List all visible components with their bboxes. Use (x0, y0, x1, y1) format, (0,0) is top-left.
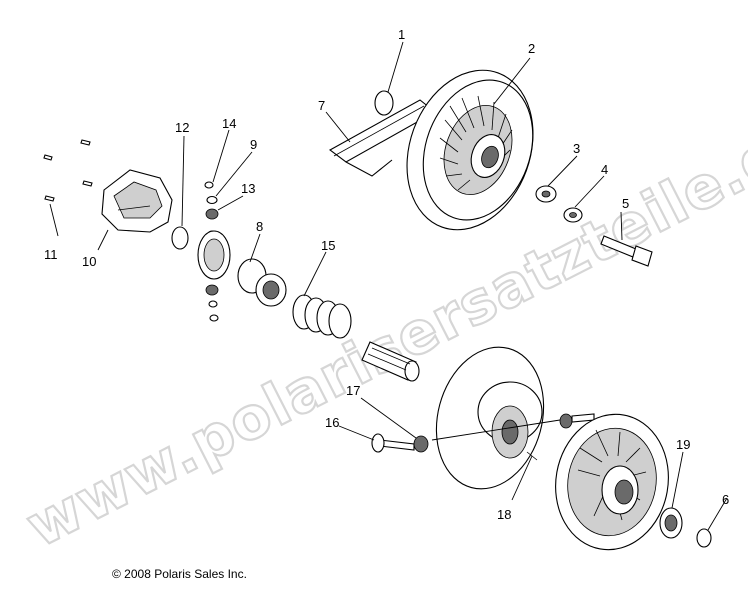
clutch-cover (101, 169, 173, 233)
callout-16: 16 (325, 415, 339, 430)
callout-6: 6 (722, 492, 729, 507)
drive-clutch-sheave (406, 69, 534, 231)
shaft-bolt (371, 433, 415, 453)
copyright-notice: © 2008 Polaris Sales Inc. (112, 567, 247, 581)
callout-19: 19 (676, 437, 690, 452)
callout-3: 3 (573, 141, 580, 156)
callout-13: 13 (241, 181, 255, 196)
driven-clutch-fixed-sheave (435, 346, 545, 490)
callout-9: 9 (250, 137, 257, 152)
o-ring (374, 90, 394, 116)
callout-10: 10 (82, 254, 96, 269)
washer-small (563, 207, 583, 223)
washer-large (535, 185, 557, 203)
clutch-spring (292, 294, 352, 339)
callout-15: 15 (321, 238, 335, 253)
cover-screws (43, 139, 93, 202)
pin-set (431, 413, 595, 461)
callout-1: 1 (398, 27, 405, 42)
callout-18: 18 (497, 507, 511, 522)
retaining-clip (696, 528, 712, 548)
callout-5: 5 (622, 196, 629, 211)
callout-17: 17 (346, 383, 360, 398)
snap-ring (171, 226, 189, 250)
spider-assembly (197, 230, 287, 307)
callout-7: 7 (318, 98, 325, 113)
bearing (659, 507, 683, 539)
leader-lines (49, 41, 728, 531)
driven-clutch-moveable-sheave (555, 413, 669, 551)
driven-shaft (361, 341, 420, 382)
drive-belt (328, 99, 436, 177)
callout-14: 14 (222, 116, 236, 131)
callout-8: 8 (256, 219, 263, 234)
clutch-bolt (600, 235, 653, 267)
callout-11: 11 (44, 247, 58, 262)
callout-4: 4 (601, 162, 608, 177)
bushing (413, 435, 429, 453)
callout-12: 12 (175, 120, 189, 135)
callout-2: 2 (528, 41, 535, 56)
